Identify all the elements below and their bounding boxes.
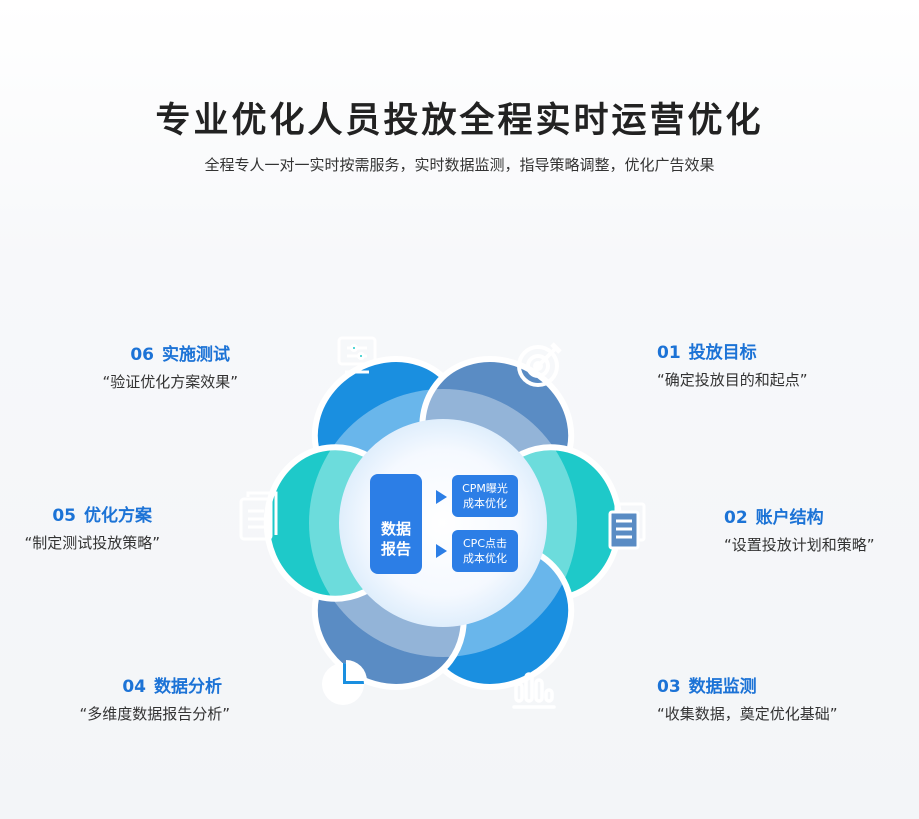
step-01-num: 01 [657, 343, 681, 363]
step-01-desc: “确定投放目的和起点” [657, 371, 808, 389]
step-03-title: 数据监测 [688, 677, 757, 697]
cpm-box: CPM曝光 成本优化 [452, 475, 518, 517]
cpm-line-1: CPM曝光 [462, 482, 508, 495]
step-02-desc: “设置投放计划和策略” [724, 536, 875, 554]
cpc-box: CPC点击 成本优化 [452, 530, 518, 572]
documents-icon [608, 502, 646, 550]
step-03-num: 03 [657, 677, 681, 697]
cpm-line-2: 成本优化 [463, 497, 507, 510]
step-06-desc: “验证优化方案效果” [102, 373, 238, 391]
bar-chart-icon [512, 672, 556, 709]
step-02-label: 02 账户结构 “设置投放计划和策略” [724, 503, 919, 555]
step-06-label: 06 实施测试 “验证优化方案效果” [0, 340, 238, 392]
step-04-desc: “多维度数据报告分析” [79, 705, 230, 723]
step-05-label: 05 优化方案 “制定测试投放策略” [0, 501, 160, 553]
step-05-title: 优化方案 [84, 506, 152, 526]
step-02-title: 账户结构 [755, 508, 824, 528]
step-04-label: 04 数据分析 “多维度数据报告分析” [0, 672, 230, 724]
target-icon [517, 342, 562, 387]
pie-chart-icon [322, 660, 367, 705]
step-01-title: 投放目标 [688, 343, 757, 363]
report-line-1: 数据 [380, 520, 411, 538]
cpc-line-1: CPC点击 [463, 537, 507, 550]
page-subtitle: 全程专人一对一实时按需服务，实时数据监测，指导策略调整，优化广告效果 [204, 156, 715, 174]
cpc-line-2: 成本优化 [463, 552, 507, 565]
settings-monitor-icon [337, 336, 377, 374]
arrow-cpm [436, 490, 447, 504]
step-05-num: 05 [52, 506, 76, 526]
document-icon [239, 491, 278, 541]
step-01-label: 01 投放目标 “确定投放目的和起点” [657, 338, 917, 390]
data-report-box: 数据 报告 [370, 474, 422, 574]
arrow-cpc [436, 544, 447, 558]
step-04-num: 04 [122, 677, 146, 697]
step-04-title: 数据分析 [154, 677, 222, 697]
step-06-num: 06 [130, 345, 154, 365]
center-circle [339, 419, 547, 627]
step-02-num: 02 [724, 508, 748, 528]
step-03-desc: “收集数据，奠定优化基础” [657, 705, 838, 723]
step-03-label: 03 数据监测 “收集数据，奠定优化基础” [657, 672, 917, 724]
step-05-desc: “制定测试投放策略” [24, 534, 160, 552]
page-title: 专业优化人员投放全程实时运营优化 [155, 101, 764, 141]
step-06-title: 实施测试 [162, 345, 230, 365]
report-line-2: 报告 [380, 540, 411, 558]
